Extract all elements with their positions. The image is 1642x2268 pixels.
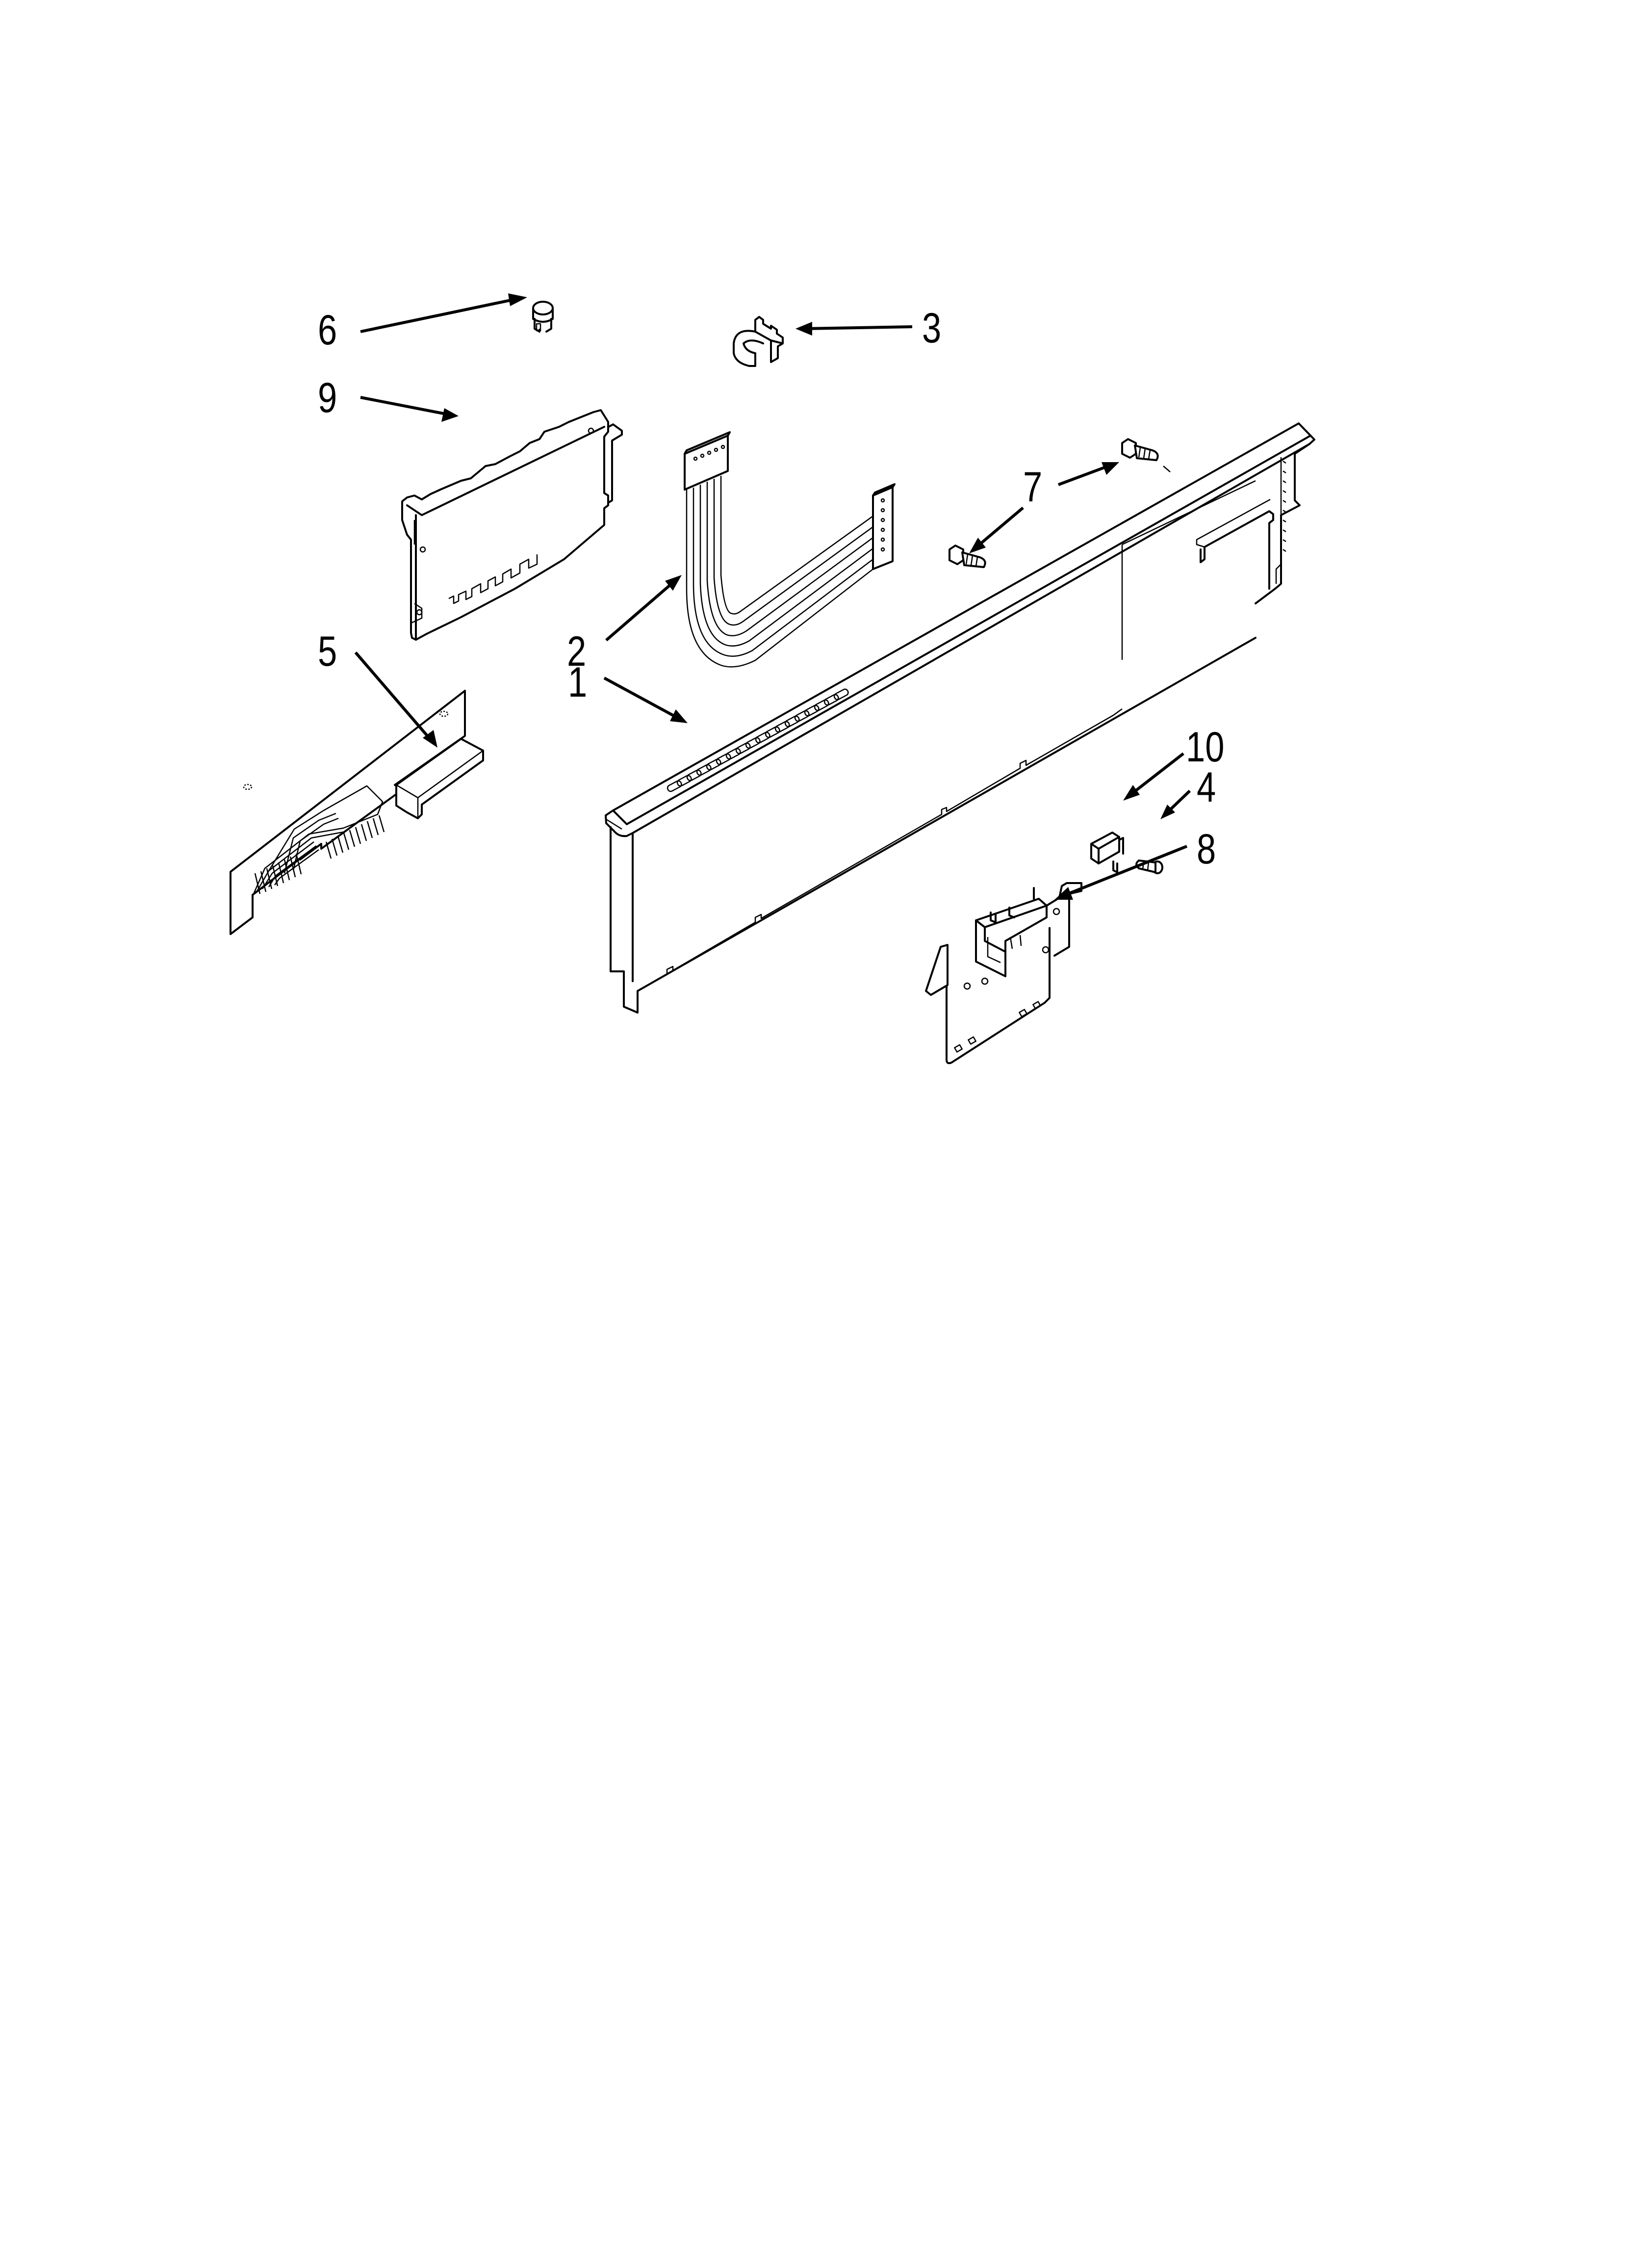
callout-10[interactable]: 10 <box>1186 724 1225 771</box>
screw-guide-dash <box>1163 466 1171 472</box>
callout-8[interactable]: 8 <box>1197 826 1216 873</box>
part-7-screw-upper[interactable] <box>1121 438 1159 461</box>
part-10-door-switch[interactable] <box>1090 832 1124 873</box>
part-7-screw-lower[interactable] <box>949 545 986 568</box>
part-8-door-latch[interactable] <box>925 882 1082 1065</box>
leader-arrows <box>354 293 1191 900</box>
part-2-ribbon-harness[interactable] <box>684 431 896 668</box>
part-3-wire-clip[interactable] <box>733 316 784 367</box>
callout-2[interactable]: 2 <box>567 628 587 675</box>
callout-6[interactable]: 6 <box>318 307 337 354</box>
part-9-control-board[interactable] <box>401 409 623 641</box>
callout-4[interactable]: 4 <box>1197 764 1216 811</box>
callout-7[interactable]: 7 <box>1023 464 1043 511</box>
display-slots <box>667 688 849 792</box>
part-6-thermal-fuse[interactable] <box>532 301 554 333</box>
callout-3[interactable]: 3 <box>922 305 942 352</box>
callout-5[interactable]: 5 <box>318 628 337 675</box>
part-1-control-panel[interactable] <box>605 422 1315 1014</box>
part-5-ui-board[interactable] <box>230 690 484 935</box>
callout-1[interactable]: 1 <box>568 659 588 706</box>
callout-9[interactable]: 9 <box>318 374 337 421</box>
